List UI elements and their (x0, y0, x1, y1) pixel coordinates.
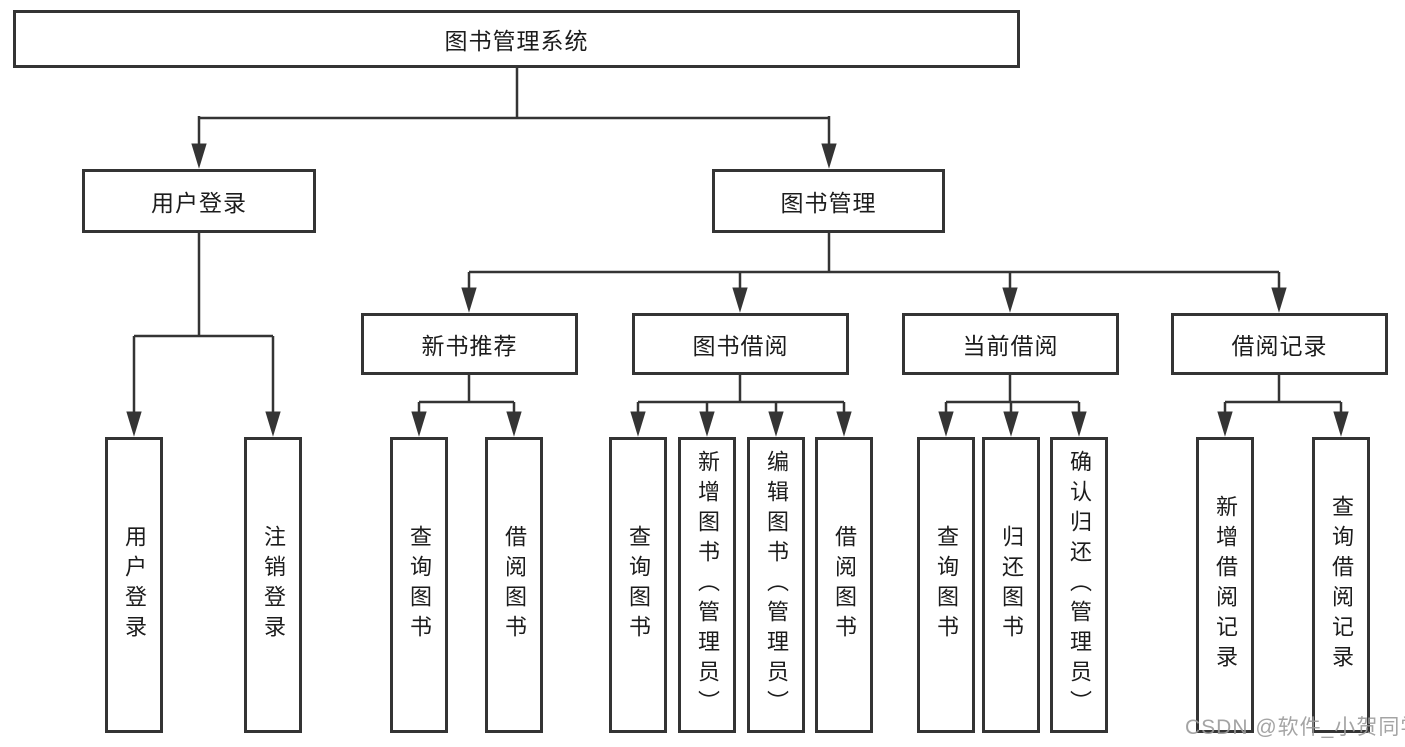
arrowhead (191, 143, 207, 169)
leaf-borrow-books: 借阅图书 (815, 437, 873, 733)
node-borrow-records-label: 借阅记录 (1231, 333, 1328, 359)
leaf-query-books-recommend: 查询图书 (390, 437, 448, 733)
connector-management (467, 233, 1281, 294)
arrowhead (1071, 411, 1087, 437)
node-user-login: 用户登录 (82, 169, 316, 233)
leaf-confirm-return-admin: 确认归还（管理员） (1050, 437, 1108, 733)
leaf-return-book: 归还图书 (982, 437, 1040, 733)
leaf-query-books-borrow: 查询图书 (609, 437, 667, 733)
leaf-label: 借阅图书 (502, 525, 527, 645)
leaf-edit-book-admin: 编辑图书（管理员） (747, 437, 805, 733)
arrowhead (1217, 411, 1233, 437)
leaf-logout-label: 注销登录 (261, 525, 286, 645)
node-book-management-label: 图书管理 (780, 190, 877, 216)
node-current-borrow: 当前借阅 (902, 313, 1119, 375)
connector-login (132, 233, 275, 418)
arrowhead (461, 287, 477, 313)
leaf-label: 查询借阅记录 (1329, 495, 1354, 675)
connector-section-2 (944, 375, 1081, 418)
node-user-login-label: 用户登录 (151, 190, 247, 216)
node-new-book-recommend: 新书推荐 (361, 313, 578, 375)
leaf-user-login: 用户登录 (105, 437, 163, 733)
arrowhead (938, 411, 954, 437)
leaf-label: 归还图书 (999, 525, 1024, 645)
leaf-borrow-books-recommend: 借阅图书 (485, 437, 543, 733)
arrowhead (1271, 287, 1287, 313)
leaf-user-login-label: 用户登录 (122, 525, 147, 645)
node-book-management: 图书管理 (712, 169, 945, 233)
leaf-query-borrow-record: 查询借阅记录 (1312, 437, 1370, 733)
arrowhead (506, 411, 522, 437)
connector-section-1 (636, 375, 846, 418)
arrowhead (836, 411, 852, 437)
connector-root (197, 68, 831, 150)
node-book-borrow-label: 图书借阅 (692, 333, 789, 359)
arrowhead (768, 411, 784, 437)
arrowhead (126, 411, 142, 437)
node-current-borrow-label: 当前借阅 (962, 333, 1059, 359)
leaf-query-books-current: 查询图书 (917, 437, 975, 733)
node-root-label: 图书管理系统 (444, 28, 589, 54)
leaf-label: 新增借阅记录 (1213, 495, 1238, 675)
leaf-label: 查询图书 (407, 525, 432, 645)
node-new-book-recommend-label: 新书推荐 (421, 333, 518, 359)
arrowhead (821, 143, 837, 169)
arrowhead (732, 287, 748, 313)
leaf-add-borrow-record: 新增借阅记录 (1196, 437, 1254, 733)
leaf-label: 查询图书 (626, 525, 651, 645)
leaf-label: 编辑图书（管理员） (764, 450, 789, 720)
arrowhead (1003, 411, 1019, 437)
node-root-system: 图书管理系统 (13, 10, 1020, 68)
arrowhead (1333, 411, 1349, 437)
arrowhead (411, 411, 427, 437)
arrowhead (265, 411, 281, 437)
arrowhead (1002, 287, 1018, 313)
leaf-label: 新增图书（管理员） (695, 450, 720, 720)
arrowhead (630, 411, 646, 437)
node-borrow-records: 借阅记录 (1171, 313, 1388, 375)
leaf-label: 借阅图书 (832, 525, 857, 645)
connector-section-0 (417, 375, 516, 418)
leaf-logout: 注销登录 (244, 437, 302, 733)
connector-section-3 (1223, 375, 1343, 418)
csdn-watermark: CSDN @软件_小贺同学 (1185, 716, 1405, 739)
leaf-label: 查询图书 (934, 525, 959, 645)
leaf-add-book-admin: 新增图书（管理员） (678, 437, 736, 733)
node-book-borrow: 图书借阅 (632, 313, 849, 375)
leaf-label: 确认归还（管理员） (1067, 450, 1092, 720)
arrowhead (699, 411, 715, 437)
